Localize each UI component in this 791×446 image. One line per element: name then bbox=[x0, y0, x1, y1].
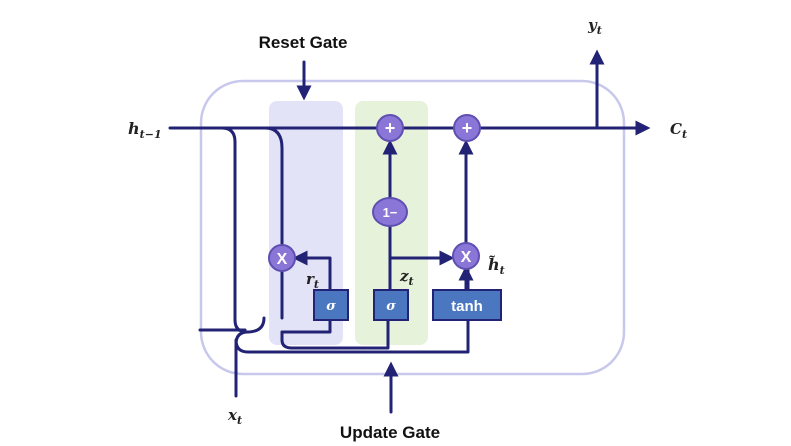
tanh-label: tanh bbox=[451, 298, 483, 315]
cell-boundary bbox=[199, 79, 626, 376]
h-branch-inner bbox=[263, 126, 284, 248]
add-op-right bbox=[453, 114, 481, 142]
h-tilde-label: h̃t bbox=[488, 255, 505, 277]
x-t-label: xt bbox=[227, 406, 242, 427]
add-op-left bbox=[376, 114, 404, 142]
candidate-multiply-symbol: X bbox=[461, 249, 472, 266]
reset-gate-label: Reset Gate bbox=[259, 33, 348, 52]
y-t-label: yt bbox=[587, 16, 602, 37]
sigma-update-box bbox=[373, 289, 409, 321]
add-symbol-left: + bbox=[385, 118, 396, 138]
h-branch-outer bbox=[183, 126, 249, 334]
bus-to-reset bbox=[245, 316, 266, 334]
one-minus-op bbox=[372, 197, 408, 227]
sigma-reset-label: σ bbox=[326, 299, 336, 314]
bus-to-sigma-r bbox=[280, 316, 332, 334]
z-t-label: zt bbox=[399, 267, 414, 288]
h-prev-label: ht−1 bbox=[128, 119, 162, 141]
r-to-multiply bbox=[292, 250, 332, 292]
add-symbol-right: + bbox=[462, 118, 473, 138]
one-minus-symbol: 1− bbox=[383, 205, 398, 220]
c-t-label: Ct bbox=[670, 120, 687, 141]
tanh-box bbox=[432, 289, 502, 321]
candidate-multiply-op bbox=[452, 242, 480, 270]
reset-multiply-op bbox=[268, 244, 296, 272]
bus-middle bbox=[280, 316, 390, 350]
reset-multiply-symbol: X bbox=[277, 251, 288, 268]
bus-lower bbox=[234, 260, 470, 354]
reset-gate-band bbox=[269, 101, 343, 345]
update-gate-label: Update Gate bbox=[340, 423, 440, 442]
sigma-reset-box bbox=[313, 289, 349, 321]
r-t-label: rt bbox=[306, 270, 319, 291]
sigma-update-label: σ bbox=[386, 299, 396, 314]
